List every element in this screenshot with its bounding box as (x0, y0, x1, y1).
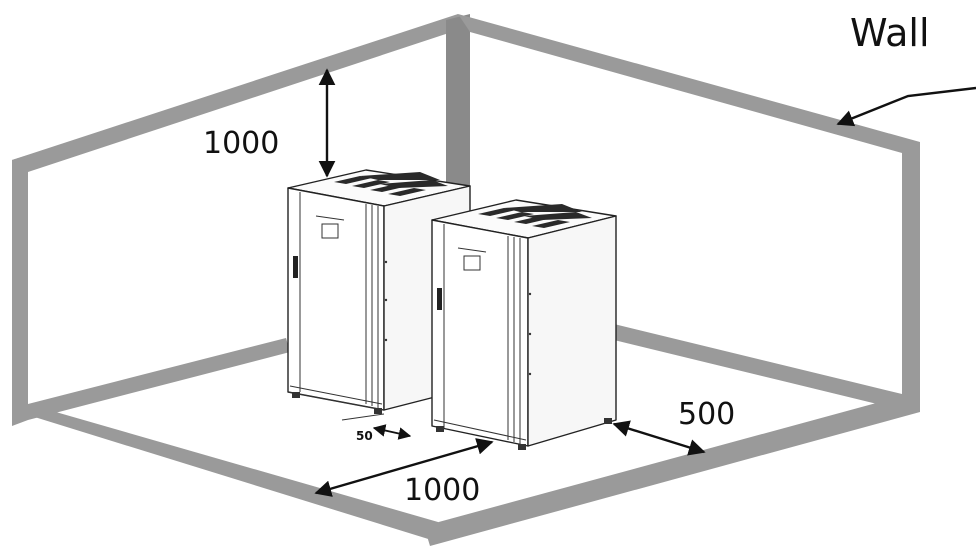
dimension-arrows (314, 68, 976, 497)
front-clearance-label: 1000 (404, 473, 480, 508)
floor-front-left-edge (12, 404, 438, 542)
cabinet-right-foot (518, 444, 526, 450)
left-wall-top-edge (12, 14, 470, 172)
wall-label: Wall (850, 11, 930, 55)
cabinet-right-handle (437, 288, 442, 310)
cabinet-left-display (321, 223, 339, 239)
floor-back-right-edge (614, 324, 902, 410)
right-wall-outer-edge (902, 142, 920, 412)
front-clearance-arrow (314, 438, 494, 497)
cabinet-left-handle (293, 256, 298, 278)
cabinet-gap-arrow (372, 424, 412, 440)
cabinet-right (431, 199, 617, 450)
side-clearance-label: 500 (678, 397, 735, 432)
side-clearance-arrow (612, 420, 706, 456)
cabinet-right-top-vents (478, 204, 592, 228)
room-walls (12, 14, 920, 546)
left-wall-outer-edge (12, 155, 28, 426)
cabinet-left-top-vents (334, 172, 448, 196)
cabinet-left-front (287, 187, 385, 411)
cabinet-right-side (527, 215, 617, 447)
cabinet-left-foot (292, 392, 300, 398)
floor-front-right-edge (424, 396, 920, 546)
cabinet-gap-label: 50 (356, 429, 373, 443)
top-clearance-label: 1000 (203, 126, 279, 161)
cabinet-right-foot (436, 426, 444, 432)
wall-pointer-arrow (836, 86, 976, 127)
floor-back-left-edge (28, 338, 290, 420)
right-wall-top-edge (458, 14, 920, 158)
cabinet-left-foot (374, 408, 382, 414)
cabinet-gap-leader (341, 413, 385, 421)
cabinet-right-display (463, 255, 481, 271)
cabinet-right-foot (604, 418, 612, 424)
